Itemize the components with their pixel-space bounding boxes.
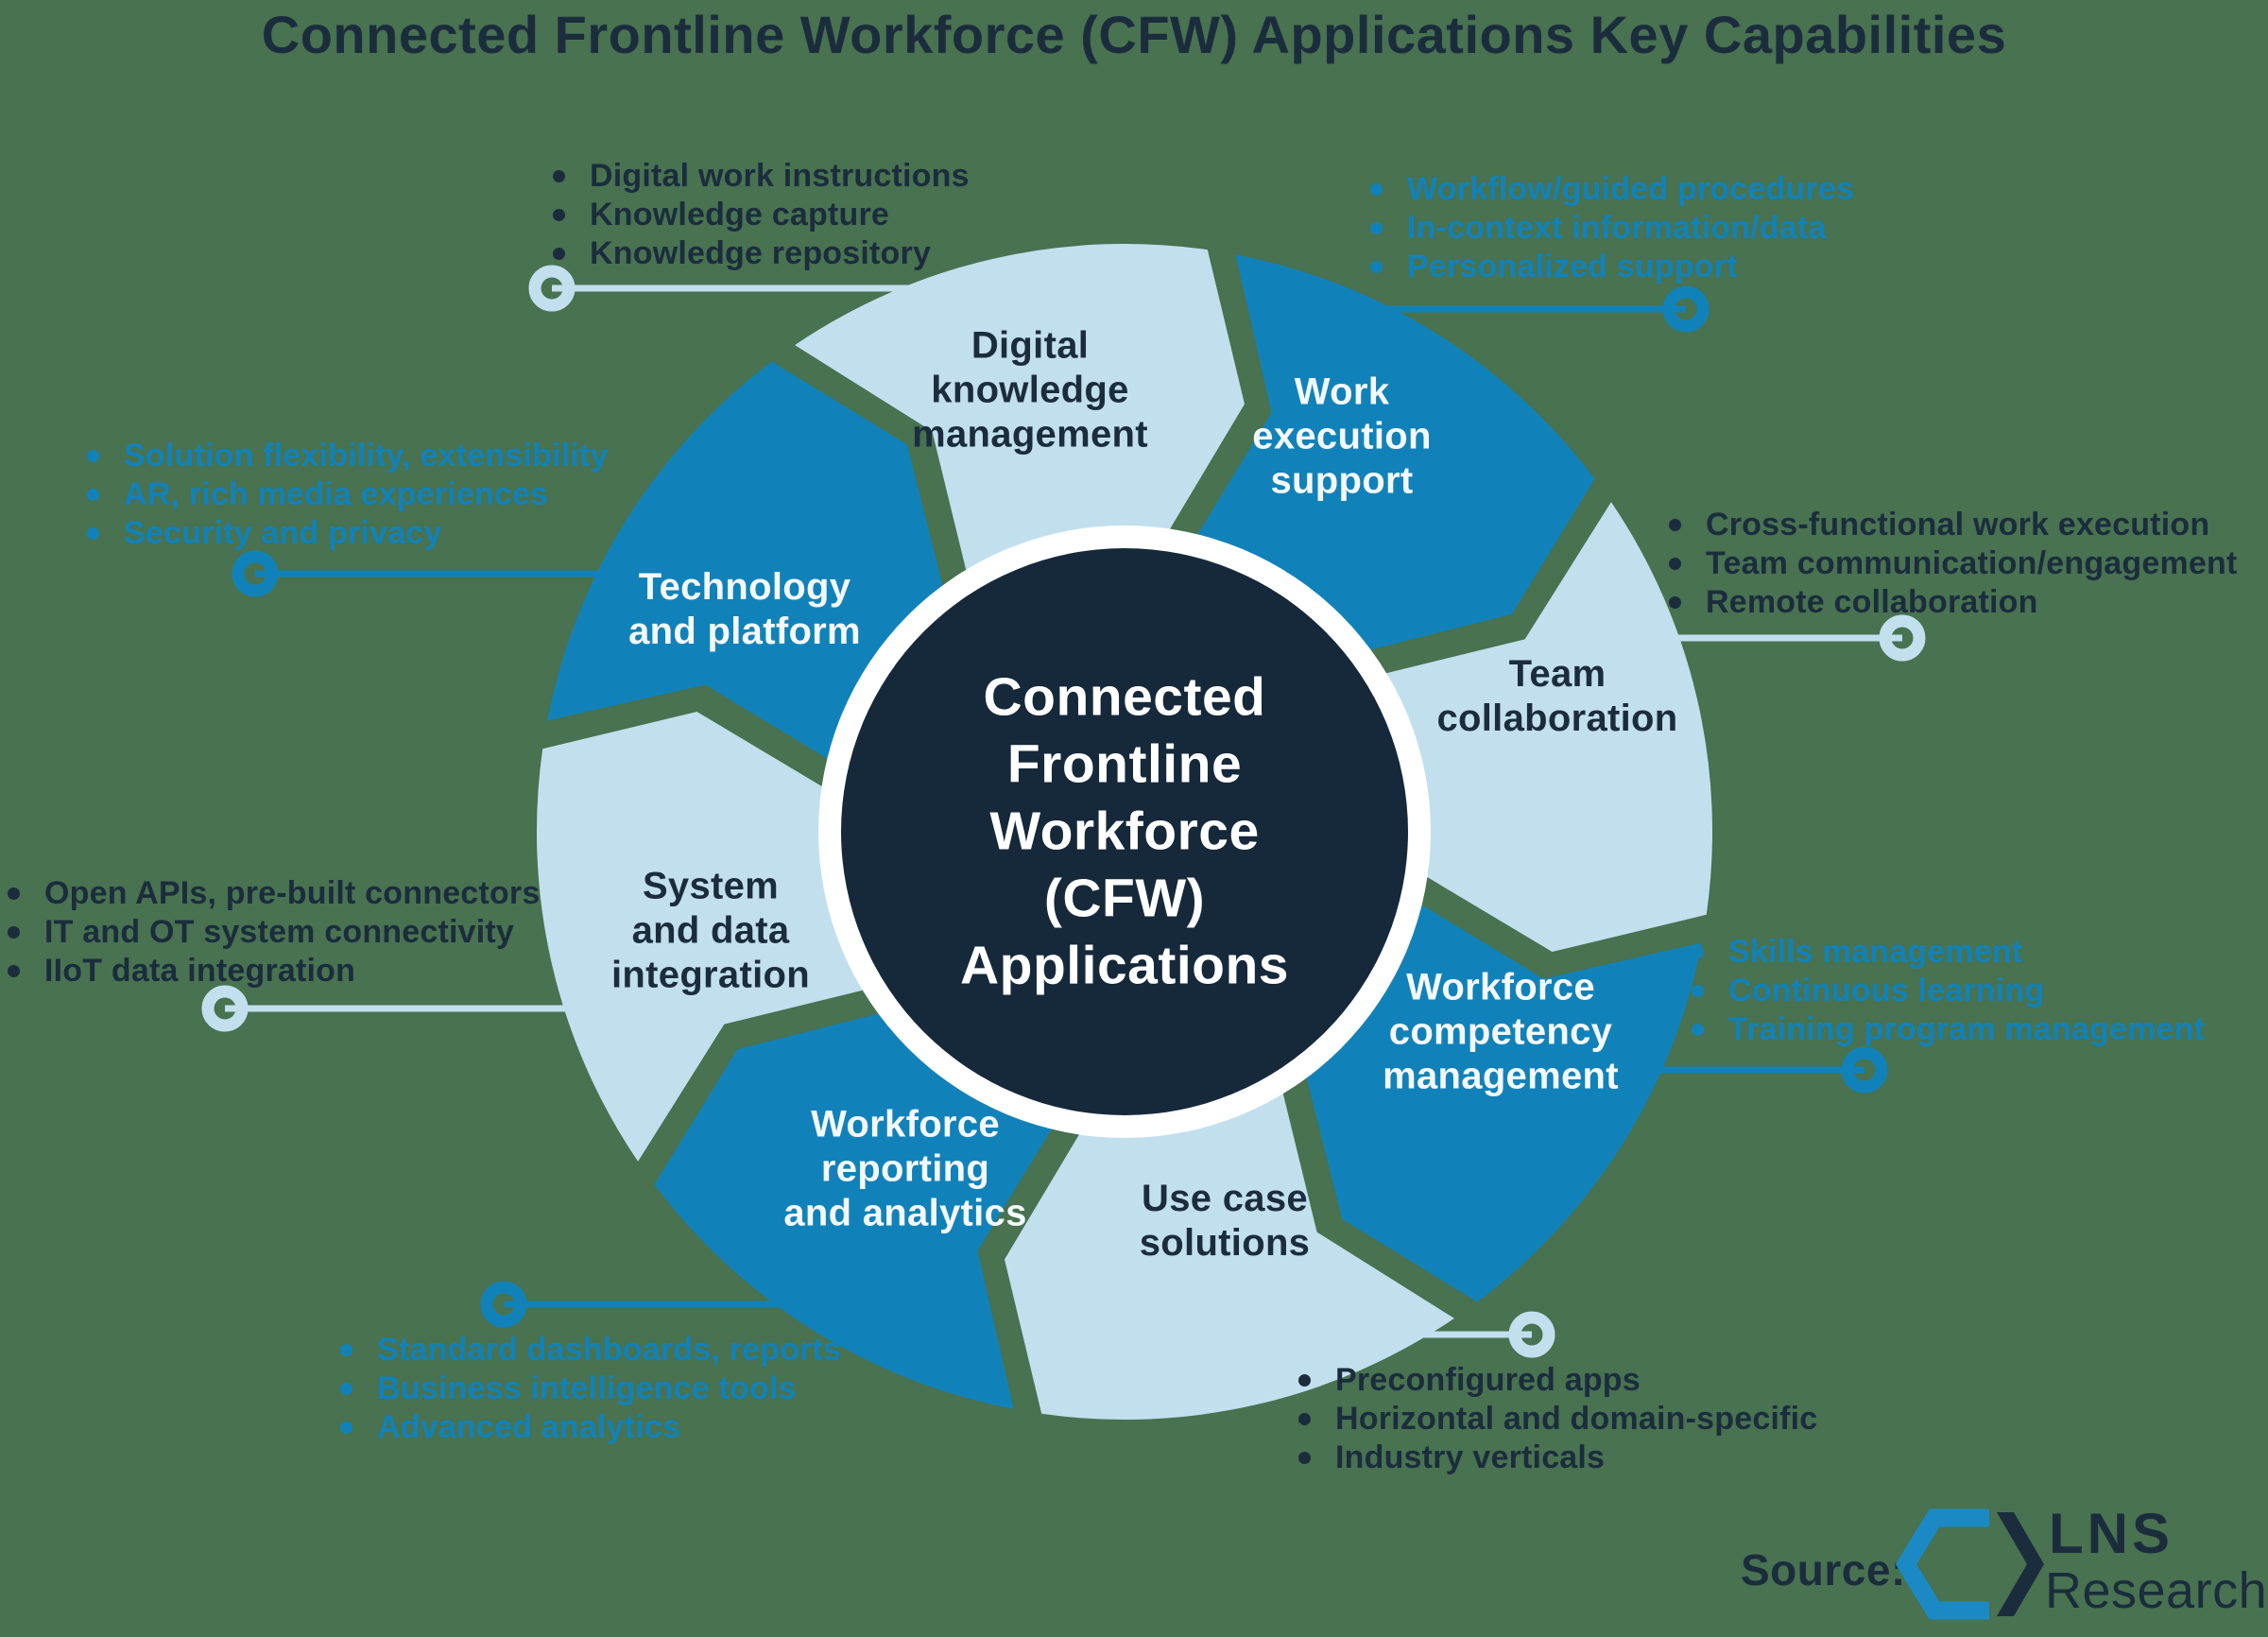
lns-logo-icon: [1895, 1508, 2044, 1620]
bullet-dot-icon: [1669, 519, 1681, 531]
bullet-dot-icon: [1298, 1452, 1311, 1464]
bullet-dot-icon: [87, 450, 99, 462]
bullet-group-team-collaboration: Cross-functional work execution Team com…: [1669, 506, 2238, 622]
bullet-item: AR, rich media experiences: [87, 475, 609, 514]
bullet-dot-icon: [1298, 1413, 1311, 1425]
bullet-item: Solution flexibility, extensibility: [87, 437, 609, 475]
bullet-dot-icon: [87, 489, 99, 501]
bullet-item: IT and OT system connectivity: [8, 913, 540, 952]
bullet-item: IIoT data integration: [8, 952, 540, 991]
bullet-dot-icon: [1692, 946, 1704, 958]
callout-ring-digital-knowledge: [528, 265, 576, 312]
segment-label-system-and-data-integration: System and data integration: [611, 865, 810, 996]
lns-logo-hex-left: [1895, 1508, 1989, 1620]
bullet-group-work-execution: Workflow/guided procedures In-context in…: [1370, 170, 1854, 286]
lns-logo-arrow-right: [1997, 1512, 2044, 1616]
bullet-item: In-context information/data: [1370, 209, 1854, 248]
bullet-item: Standard dashboards, reports: [340, 1331, 841, 1370]
bullet-item: Knowledge repository: [553, 234, 970, 273]
bullet-dot-icon: [1370, 222, 1383, 234]
bullet-item: Remote collaboration: [1669, 583, 2238, 622]
page-title: Connected Frontline Workforce (CFW) Appl…: [261, 5, 2007, 64]
bullet-item: Training program management: [1692, 1010, 2205, 1049]
bullet-group-use-case: Preconfigured apps Horizontal and domain…: [1298, 1361, 1817, 1477]
bullet-dot-icon: [1669, 596, 1681, 609]
segment-label-workforce-reporting-and-analytics: Workforce reporting and analytics: [783, 1103, 1027, 1234]
bullet-dot-icon: [87, 527, 99, 540]
bullet-dot-icon: [1692, 1024, 1704, 1036]
bullet-group-workforce-competency: Skills management Continuous learning Tr…: [1692, 933, 2205, 1049]
bullet-group-workforce-reporting: Standard dashboards, reports Business in…: [340, 1331, 841, 1447]
bullet-item: Business intelligence tools: [340, 1370, 841, 1408]
bullet-group-system-integration: Open APIs, pre-built connectors IT and O…: [8, 874, 540, 991]
bullet-item: Workflow/guided procedures: [1370, 170, 1854, 209]
source-label: Source:: [1741, 1545, 1906, 1594]
bullet-dot-icon: [1370, 261, 1383, 273]
segment-shape-technology-and-platform: [547, 361, 949, 771]
segment-shape-digital-knowledge-management: [795, 243, 1245, 594]
bullet-item: Cross-functional work execution: [1669, 506, 2238, 544]
bullet-dot-icon: [340, 1344, 352, 1356]
brand-name: LNS: [2049, 1502, 2174, 1565]
bullet-item: Open APIs, pre-built connectors: [8, 874, 540, 913]
bullet-dot-icon: [8, 926, 20, 939]
segment-label-workforce-competency-management: Workforce competency management: [1383, 966, 1619, 1097]
bullet-dot-icon: [8, 965, 20, 977]
bullet-item: Industry verticals: [1298, 1439, 1817, 1477]
segment-shape-use-case-solutions: [1005, 1070, 1454, 1421]
callout-ring-workforce-reporting: [480, 1281, 527, 1328]
bullet-dot-icon: [1298, 1374, 1311, 1387]
bullet-item: Knowledge capture: [553, 196, 970, 234]
bullet-dot-icon: [553, 209, 565, 221]
segment-label-digital-knowledge-management: Digital knowledge management: [912, 324, 1148, 456]
bullet-dot-icon: [1669, 558, 1681, 570]
bullet-item: Security and privacy: [87, 514, 609, 553]
center-circle-label: Connected Frontline Workforce (CFW) Appl…: [959, 666, 1290, 996]
segment-shape-workforce-competency-management: [1300, 892, 1702, 1302]
bullet-item: Advanced analytics: [340, 1408, 841, 1447]
segment-label-work-execution-support: Work execution support: [1252, 370, 1432, 502]
bullet-dot-icon: [1370, 183, 1383, 196]
segment-label-team-collaboration: Team collaboration: [1436, 653, 1678, 739]
bullet-item: Continuous learning: [1692, 972, 2205, 1010]
bullet-dot-icon: [340, 1383, 352, 1395]
center-circle: [841, 548, 1408, 1115]
callout-ring-use-case: [1508, 1311, 1555, 1358]
bullet-item: Preconfigured apps: [1298, 1361, 1817, 1400]
bullet-item: Personalized support: [1370, 248, 1854, 286]
segment-shape-work-execution-support: [1185, 254, 1595, 656]
segment-shape-system-and-data-integration: [536, 712, 886, 1162]
bullet-dot-icon: [1692, 985, 1704, 997]
bullet-group-digital-knowledge: Digital work instructions Knowledge capt…: [553, 157, 970, 273]
bullet-dot-icon: [8, 887, 20, 900]
bullet-dot-icon: [340, 1422, 352, 1434]
bullet-item: Digital work instructions: [553, 157, 970, 196]
segment-shape-workforce-reporting-and-analytics: [654, 1008, 1064, 1409]
segment-shape-team-collaboration: [1363, 502, 1713, 952]
brand-subname: Research: [2045, 1562, 2268, 1619]
bullet-group-technology-platform: Solution flexibility, extensibility AR, …: [87, 437, 609, 553]
bullet-item: Skills management: [1692, 933, 2205, 972]
segment-label-use-case-solutions: Use case solutions: [1139, 1178, 1311, 1264]
callout-ring-system-integration: [201, 985, 249, 1032]
callout-ring-workforce-competency: [1841, 1046, 1888, 1094]
bullet-item: Horizontal and domain-specific: [1298, 1400, 1817, 1439]
callout-ring-team-collaboration: [1879, 614, 1926, 662]
bullet-dot-icon: [553, 170, 565, 182]
bullet-item: Team communication/engagement: [1669, 544, 2238, 583]
bullet-dot-icon: [553, 248, 565, 260]
callout-ring-work-execution: [1662, 285, 1710, 333]
segment-label-technology-and-platform: Technology and platform: [628, 566, 861, 652]
callout-ring-technology-platform: [232, 550, 279, 597]
